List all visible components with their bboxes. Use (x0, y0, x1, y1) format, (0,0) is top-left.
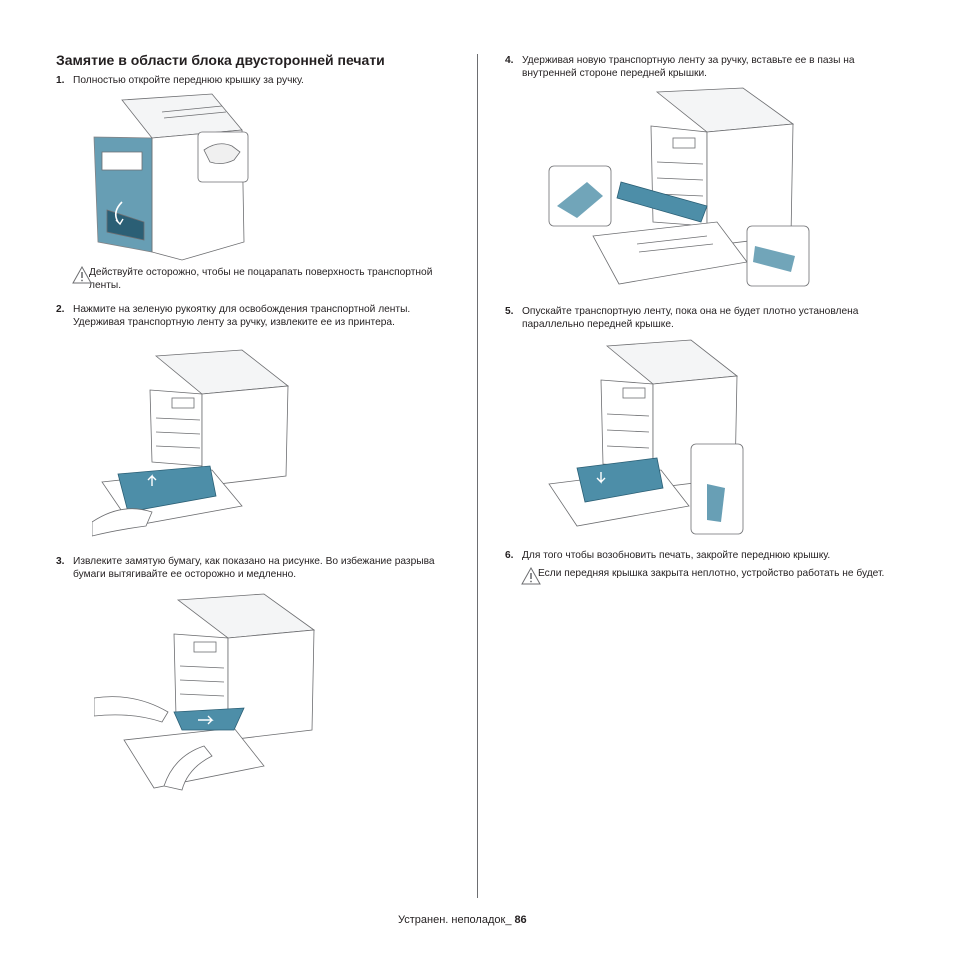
step-text: Полностью откройте переднюю крышку за ру… (73, 75, 304, 86)
step-1: 1. Полностью откройте переднюю крышку за… (56, 74, 456, 87)
footer-label: Устранен. неполадок_ (398, 914, 512, 926)
note-text: Если передняя крышка закрыта неплотно, у… (538, 568, 885, 579)
step-number: 2. (56, 304, 65, 315)
step-text: Удерживая новую транспортную ленту за ру… (522, 55, 855, 79)
figure-remove-jammed-paper (94, 590, 318, 800)
step-number: 4. (505, 55, 514, 66)
page-footer: Устранен. неполадок_86 (398, 914, 527, 926)
step-text: Нажмите на зеленую рукоятку для освобожд… (73, 304, 411, 328)
caution-note-1: Действуйте осторожно, чтобы не поцарапат… (72, 266, 452, 292)
step-3: 3. Извлеките замятую бумагу, как показан… (56, 555, 456, 581)
caution-note-2: Если передняя крышка закрыта неплотно, у… (521, 567, 901, 585)
figure-remove-transfer-belt (92, 346, 292, 542)
column-divider (477, 54, 478, 898)
step-5: 5. Опускайте транспортную ленту, пока он… (505, 305, 905, 331)
step-2: 2. Нажмите на зеленую рукоятку для освоб… (56, 303, 456, 329)
step-number: 3. (56, 556, 65, 567)
warning-icon (521, 567, 541, 585)
step-number: 5. (505, 306, 514, 317)
note-text: Действуйте осторожно, чтобы не поцарапат… (89, 267, 433, 291)
figure-open-front-cover (92, 92, 288, 262)
step-number: 1. (56, 75, 65, 86)
step-text: Опускайте транспортную ленту, пока она н… (522, 306, 859, 330)
figure-lower-belt (541, 338, 747, 538)
step-4: 4. Удерживая новую транспортную ленту за… (505, 54, 905, 80)
step-6: 6. Для того чтобы возобновить печать, за… (505, 549, 905, 562)
step-number: 6. (505, 550, 514, 561)
step-text: Для того чтобы возобновить печать, закро… (522, 550, 831, 561)
step-text: Извлеките замятую бумагу, как показано н… (73, 556, 435, 580)
figure-insert-new-belt (547, 86, 815, 290)
warning-icon (72, 266, 92, 284)
page-number: 86 (514, 914, 527, 926)
section-title: Замятие в области блока двусторонней печ… (56, 52, 385, 68)
